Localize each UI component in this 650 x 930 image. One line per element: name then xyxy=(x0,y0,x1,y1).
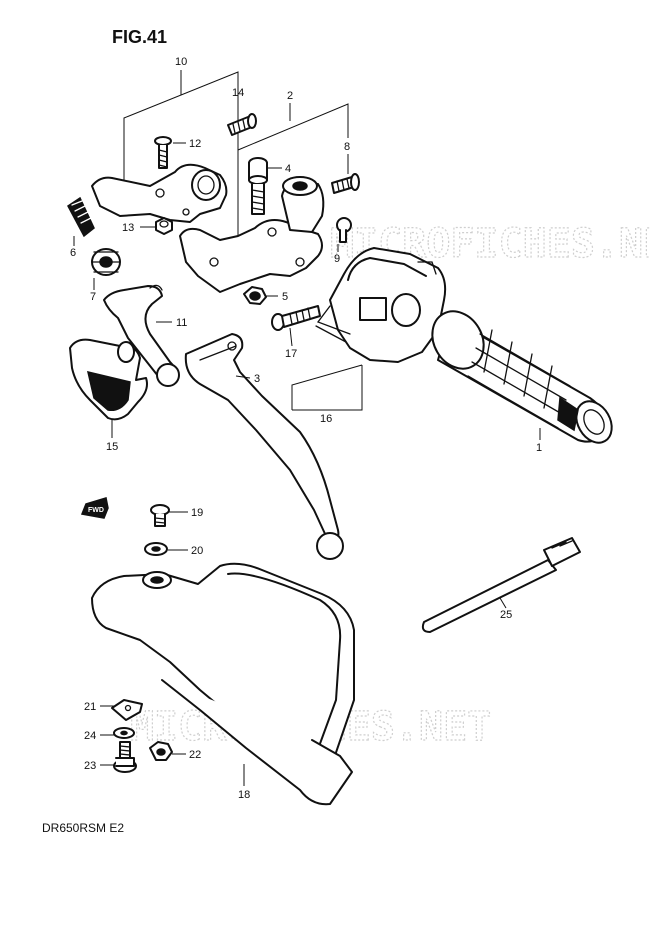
model-code: DR650RSM E2 xyxy=(42,821,124,835)
switch-assembly-part-16 xyxy=(315,247,447,363)
nut-part-22 xyxy=(149,741,173,761)
callout-16: 16 xyxy=(320,413,332,425)
washer-part-24 xyxy=(113,727,135,739)
callout-6: 6 xyxy=(70,247,76,259)
bolt-part-4 xyxy=(248,157,268,215)
callout-24: 24 xyxy=(84,730,96,742)
callout-25: 25 xyxy=(500,609,512,621)
callout-12: 12 xyxy=(189,138,201,150)
screw-part-14 xyxy=(227,113,257,136)
callout-23: 23 xyxy=(84,760,96,772)
callout-5: 5 xyxy=(282,291,288,303)
callout-8: 8 xyxy=(344,141,350,153)
direction-label: FWD xyxy=(88,507,104,514)
group-bracket-16 xyxy=(291,364,363,411)
callout-21: 21 xyxy=(84,701,96,713)
leader-lines xyxy=(73,100,541,786)
forward-direction-badge: FWD xyxy=(80,497,109,519)
washer-part-20 xyxy=(144,542,168,556)
arrow-left-icon xyxy=(80,497,109,519)
nut-part-13 xyxy=(155,217,173,235)
callout-3: 3 xyxy=(254,373,260,385)
screw-part-8 xyxy=(331,173,360,194)
callout-4: 4 xyxy=(285,163,291,175)
callout-1: 1 xyxy=(536,442,542,454)
screw-part-9 xyxy=(336,217,352,243)
callout-15: 15 xyxy=(106,441,118,453)
cable-tie-part-25 xyxy=(421,537,581,633)
group-bracket-2 xyxy=(237,103,349,238)
figure-title: FIG.41 xyxy=(112,27,167,47)
callout-2: 2 xyxy=(287,90,293,102)
nut-part-5 xyxy=(243,286,267,305)
lever-holder-part-10 xyxy=(91,163,228,223)
lever-cover-part-15 xyxy=(69,338,148,421)
screw-part-17 xyxy=(271,305,321,331)
callout-10: 10 xyxy=(175,56,187,68)
screw-part-12 xyxy=(154,136,172,169)
callout-7: 7 xyxy=(90,291,96,303)
screw-part-19 xyxy=(150,504,170,527)
callout-20: 20 xyxy=(191,545,203,557)
grip-part-1 xyxy=(431,310,613,444)
callout-14: 14 xyxy=(232,87,244,99)
callout-9: 9 xyxy=(334,253,340,265)
callout-18: 18 xyxy=(238,789,250,801)
brake-lever-part-3 xyxy=(184,333,344,560)
callout-17: 17 xyxy=(285,348,297,360)
callout-11: 11 xyxy=(176,317,187,329)
plate-part-21 xyxy=(111,699,143,721)
clutch-lever-part-11 xyxy=(103,284,180,387)
adjuster-part-6 xyxy=(67,196,95,238)
lever-holder-part-2 xyxy=(179,176,325,293)
callout-22: 22 xyxy=(189,749,201,761)
handguard-part-18 xyxy=(91,562,355,806)
locknut-part-7 xyxy=(91,248,121,276)
bolt-part-23 xyxy=(113,741,137,773)
callout-13: 13 xyxy=(122,222,134,234)
callout-19: 19 xyxy=(191,507,203,519)
